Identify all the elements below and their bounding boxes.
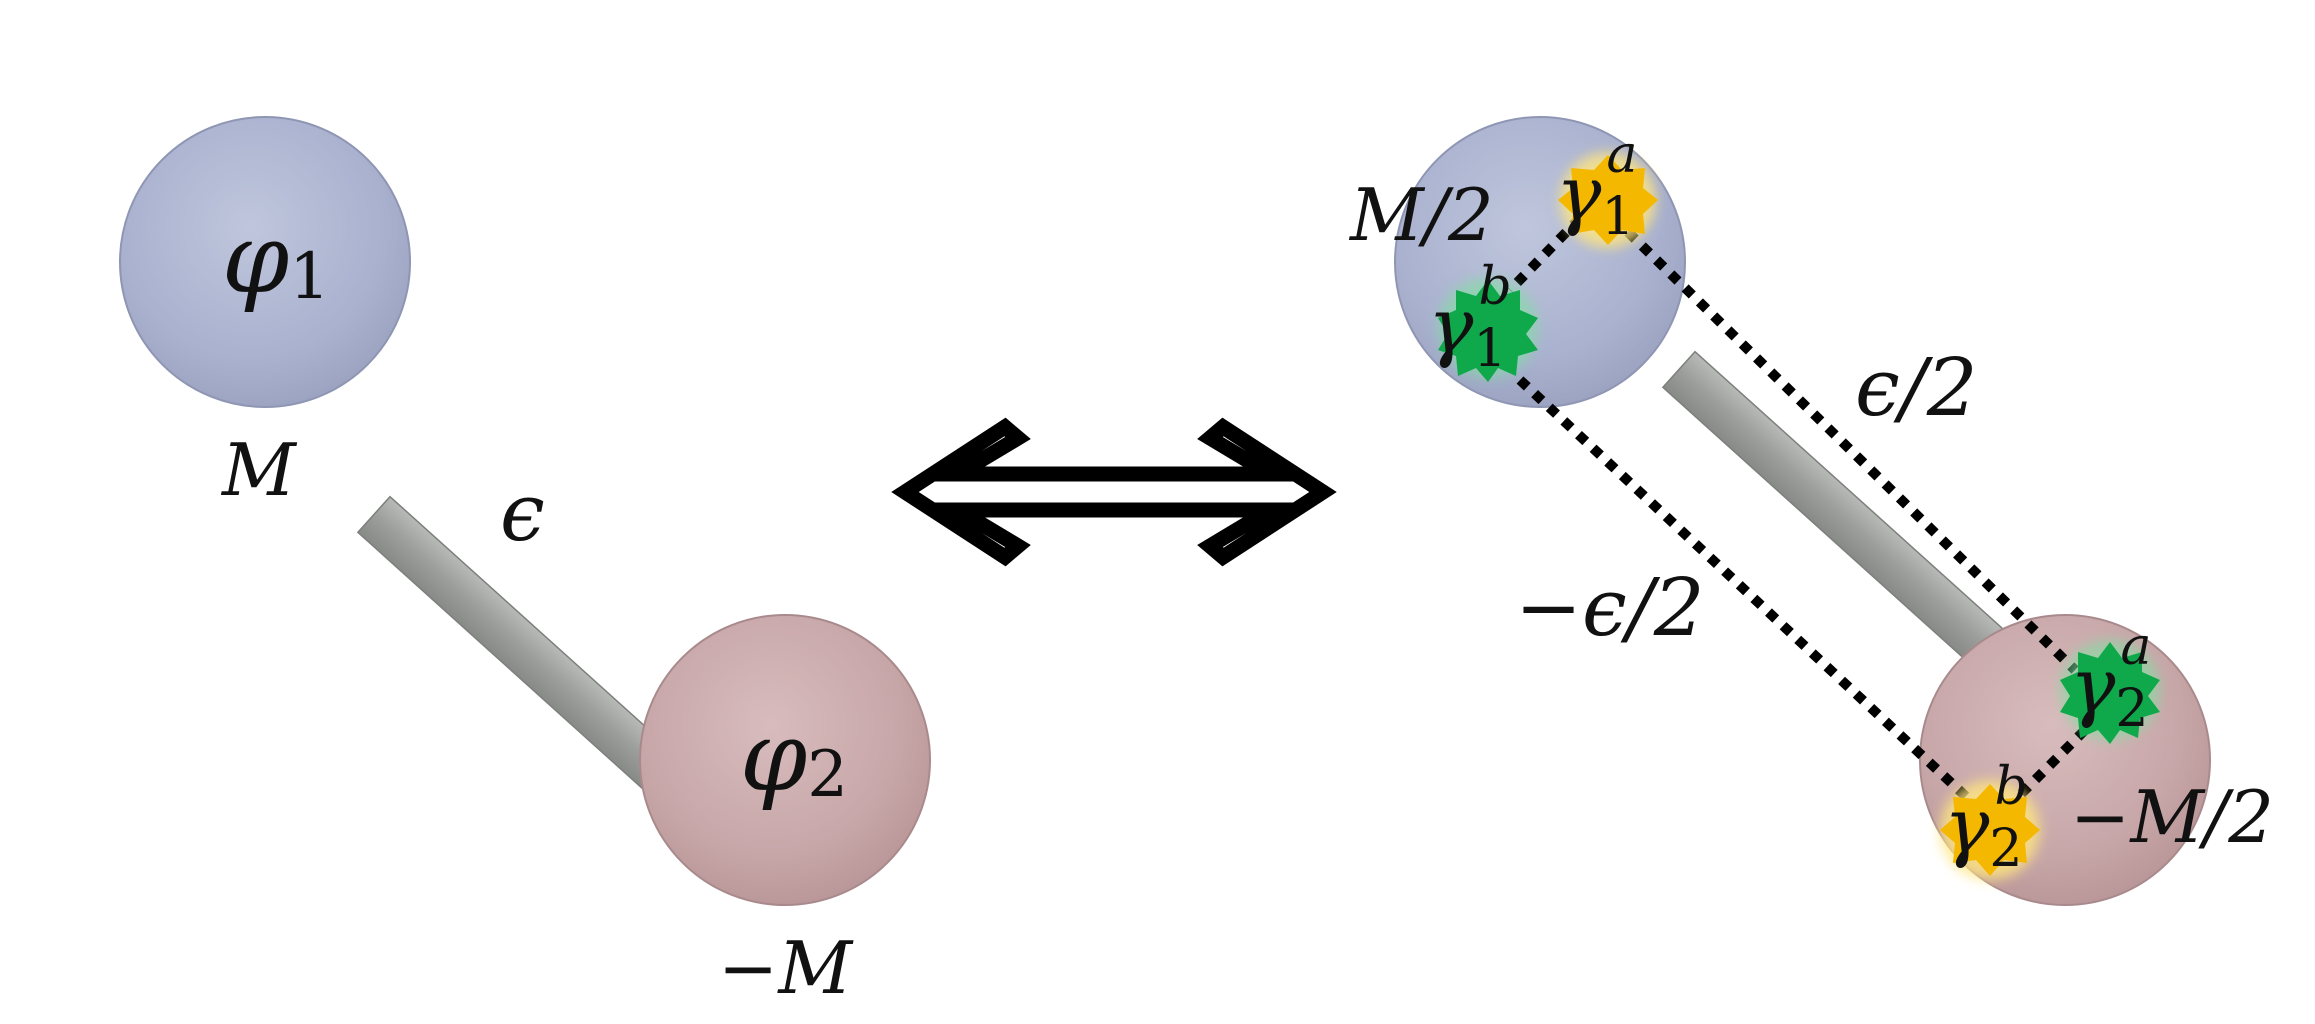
majorana-1b-blob — [1438, 278, 1538, 382]
equivalence-arrow-icon — [891, 417, 1337, 567]
majorana-2a-label: γ2a — [2070, 617, 2152, 739]
left-site1-mass-label: M — [220, 428, 298, 512]
left-site2-mass-label: −M — [718, 926, 854, 1010]
lower-bond-label: −ϵ/2 — [1515, 561, 1705, 654]
left-dimer: φ1 φ2 M −M ϵ — [119, 116, 931, 1010]
majorana-1a-blob — [1558, 152, 1658, 248]
upper-bond-label: ϵ/2 — [1855, 341, 1978, 434]
left-site2-label: φ2 — [740, 701, 848, 813]
majorana-2b-label: γ2b — [1944, 757, 2028, 879]
left-site1-sphere — [119, 116, 411, 408]
left-bond-label: ϵ — [500, 466, 545, 559]
majorana-1a-label: γ1a — [1556, 125, 1638, 247]
right-site1-mass-label: M/2 — [1348, 173, 1494, 257]
majorana-1b-label: γ1b — [1428, 257, 1512, 379]
lower-dotted-bond — [1516, 376, 1979, 809]
site1-intra-dotted-line — [1506, 214, 1584, 294]
left-site2-sphere — [639, 614, 931, 906]
right-site2-mass-label: −M/2 — [2070, 775, 2274, 859]
site2-intra-dotted-line — [2011, 726, 2089, 804]
upper-dotted-bond — [1624, 228, 2079, 674]
right-dimer: γ1a γ1b γ2a γ2b M/2 −M/2 ϵ/2 −ϵ/2 — [1348, 116, 2274, 906]
left-site1-label: φ1 — [222, 203, 330, 315]
majorana-2a-blob — [2060, 640, 2160, 744]
majorana-2b-blob — [1940, 780, 2040, 880]
